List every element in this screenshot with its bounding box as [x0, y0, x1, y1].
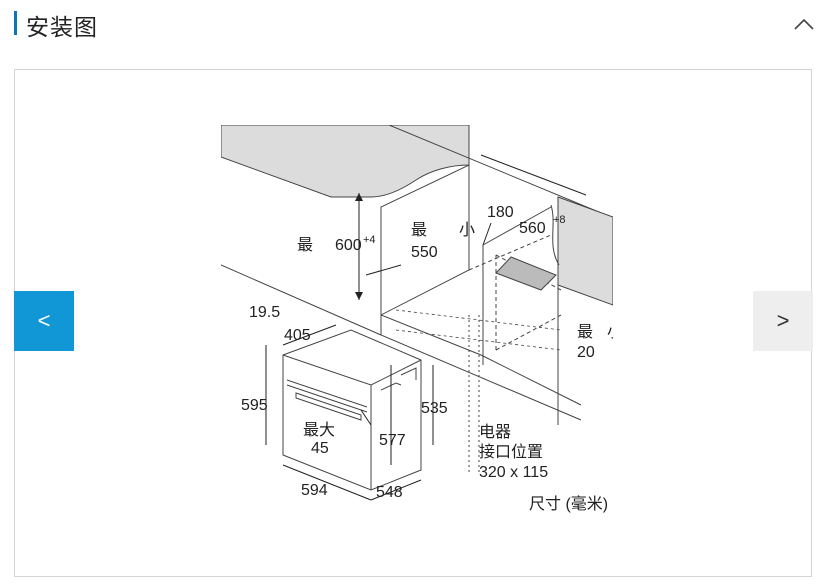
dim-19-5: 19.5 — [249, 304, 280, 321]
section-header: 安装图 — [0, 0, 824, 48]
dim-560: 560 — [519, 220, 546, 237]
collapse-chevron-up-icon[interactable] — [790, 10, 818, 38]
chevron-right-icon: > — [776, 308, 790, 333]
dim-max-45-label: 最大 — [303, 421, 335, 439]
header-accent-bar — [14, 11, 17, 35]
dim-560-tolerance: +8 — [553, 214, 566, 226]
image-gallery-panel: 560 +8 180 最 600 +4 最 550 小 19.5 405 595… — [14, 69, 812, 577]
dim-600: 600 — [335, 237, 362, 254]
chevron-left-icon: < — [37, 308, 51, 333]
dim-max-20-label: 最 — [577, 324, 593, 341]
dim-548: 548 — [376, 484, 403, 501]
dim-535: 535 — [421, 400, 448, 417]
electrical-label-line2: 接口位置 — [479, 443, 543, 461]
electrical-label-line3: 320 x 115 — [479, 464, 548, 481]
section-title: 安装图 — [26, 14, 98, 40]
dim-45: 45 — [311, 440, 329, 457]
installation-diagram: 560 +8 180 最 600 +4 最 550 小 19.5 405 595… — [221, 125, 613, 513]
dim-min-label-right: 小 — [607, 323, 613, 341]
dim-min-label: 小 — [459, 221, 475, 239]
carousel-next-button[interactable]: > — [753, 291, 813, 351]
dim-20: 20 — [577, 344, 595, 361]
dim-577: 577 — [379, 432, 406, 449]
units-note: 尺寸 (毫米) — [529, 494, 608, 513]
dim-600-tolerance: +4 — [363, 234, 376, 246]
dim-405: 405 — [284, 327, 311, 344]
dim-594: 594 — [301, 482, 328, 499]
dim-550: 550 — [411, 244, 438, 261]
carousel-prev-button[interactable]: < — [14, 291, 74, 351]
dim-180: 180 — [487, 204, 514, 221]
dim-595: 595 — [241, 397, 268, 414]
dim-max-550-label: 最 — [411, 222, 427, 239]
dim-max-label-left: 最 — [297, 237, 313, 254]
electrical-label-line1: 电器 — [479, 423, 511, 441]
